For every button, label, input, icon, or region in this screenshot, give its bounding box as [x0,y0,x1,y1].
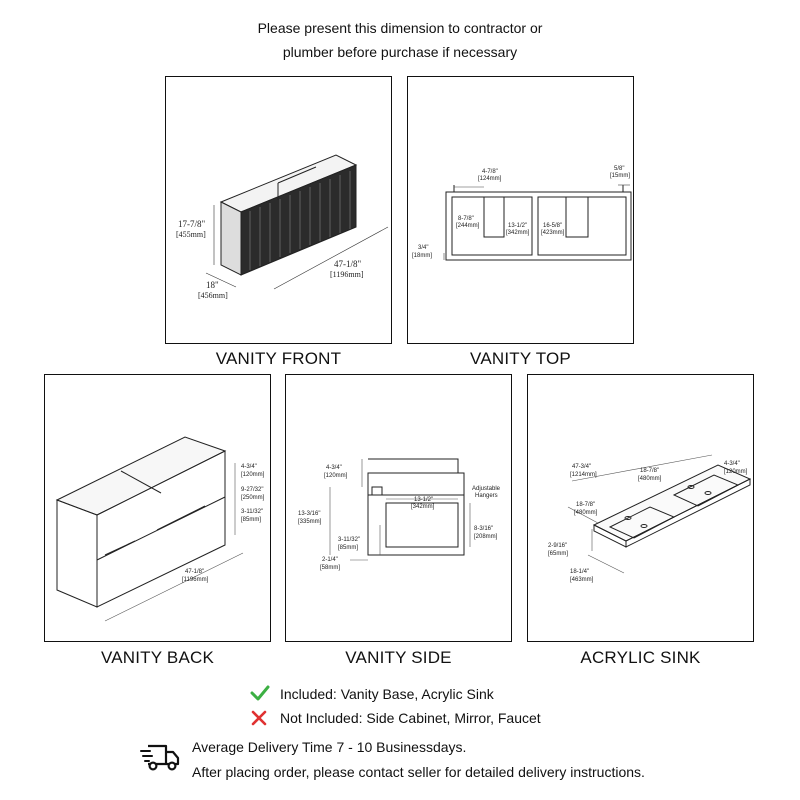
checkmark-icon [250,685,270,701]
side-dim-b-mm: [342mm] [411,504,435,510]
top-dim-f-mm: [18mm] [412,253,432,259]
side-hangers-label-2: Hangers [475,493,498,499]
vanity-side-drawing: 4-3/4" [120mm] Adjustable Hangers 13-1/2… [298,458,501,571]
vanity-top-caption: VANITY TOP [470,349,571,368]
sink-dim-e-mm: [65mm] [548,551,568,557]
delivery-truck-icon [140,744,180,771]
side-dim-a: 4-3/4" [326,465,342,471]
vanity-back-panel: 4-3/4" [120mm] 9-27/32" [250mm] 3-11/32"… [44,374,271,642]
front-height-label: 17-7/8" [178,219,205,229]
side-hangers-label-1: Adjustable [472,486,501,492]
included-text: Included: Vanity Base, Acrylic Sink [280,686,494,702]
vanity-top-panel: 4-7/8" [124mm] 5/8" [15mm] 8-7/8" [244mm… [407,76,634,344]
not-included-text: Not Included: Side Cabinet, Mirror, Fauc… [280,710,541,726]
notice-line-2: plumber before purchase if necessary [282,44,518,60]
notice-line-1: Please present this dimension to contrac… [257,20,543,36]
side-dim-d-mm: [208mm] [474,534,498,540]
side-dim-f: 2-1/4" [322,557,338,563]
side-dim-b: 13-1/2" [414,497,433,503]
side-dim-d: 8-3/16" [474,526,493,532]
back-dim-b-mm: [250mm] [241,495,265,501]
sink-dim-b: 4-3/4" [724,461,740,467]
top-dim-c: 8-7/8" [458,216,474,222]
front-width-mm-label: [1196mm] [330,270,364,279]
acrylic-sink-caption: ACRYLIC SINK [580,648,701,667]
top-dim-d: 13-1/2" [508,223,527,229]
acrylic-sink-panel: 47-3/4" [1214mm] 4-3/4" [120mm] 18-7/8" … [527,374,754,642]
sink-dim-b-mm: [120mm] [724,469,748,475]
side-dim-a-mm: [120mm] [324,473,348,479]
side-dim-f-mm: [58mm] [320,565,340,571]
side-dim-c-mm: [335mm] [298,519,322,525]
front-depth-label: 18" [206,280,219,290]
cross-icon [251,710,267,726]
front-height-mm-label: [455mm] [176,230,206,239]
front-depth-mm-label: [456mm] [198,291,228,300]
back-dim-c-mm: [85mm] [241,517,261,523]
top-dim-f: 3/4" [418,245,428,251]
sink-dim-f: 18-1/4" [570,569,589,575]
vanity-front-panel: 17-7/8" [455mm] 18" [456mm] 47-1/8" [119… [165,76,392,344]
top-dim-a: 4-7/8" [482,169,498,175]
front-width-label: 47-1/8" [334,259,361,269]
vanity-back-drawing: 4-3/4" [120mm] 9-27/32" [250mm] 3-11/32"… [55,436,265,622]
back-dim-w-mm: [1196mm] [182,577,209,583]
back-dim-a: 4-3/4" [241,464,257,470]
side-dim-e: 3-11/32" [338,537,360,543]
back-dim-a-mm: [120mm] [241,472,265,478]
top-dim-d-mm: [342mm] [506,230,530,236]
sink-dim-a: 47-3/4" [572,464,591,470]
top-dim-b-mm: [15mm] [610,173,630,179]
sink-dim-c-mm: [480mm] [638,476,662,482]
back-dim-c: 3-11/32" [241,509,263,515]
back-dim-b: 9-27/32" [241,487,263,493]
delivery-line-1: Average Delivery Time 7 - 10 Businessday… [192,739,467,755]
vanity-back-caption: VANITY BACK [100,648,215,667]
vanity-top-drawing: 4-7/8" [124mm] 5/8" [15mm] 8-7/8" [244mm… [412,166,632,261]
vanity-front-caption: VANITY FRONT [215,349,342,368]
top-dim-e-mm: [423mm] [541,230,565,236]
sink-dim-e: 2-9/16" [548,543,567,549]
sink-dim-d: 18-7/8" [576,502,595,508]
top-dim-a-mm: [124mm] [478,176,502,182]
delivery-line-2: After placing order, please contact sell… [192,764,645,780]
sink-dim-d-mm: [480mm] [574,510,598,516]
top-dim-b: 5/8" [614,166,624,172]
sink-dim-f-mm: [463mm] [570,577,594,583]
side-dim-c: 13-3/16" [298,511,320,517]
vanity-side-panel: 4-3/4" [120mm] Adjustable Hangers 13-1/2… [285,374,512,642]
side-dim-e-mm: [85mm] [338,545,358,551]
acrylic-sink-drawing: 47-3/4" [1214mm] 4-3/4" [120mm] 18-7/8" … [548,454,752,583]
top-dim-e: 16-5/8" [543,223,562,229]
top-dim-c-mm: [244mm] [456,223,480,229]
sink-dim-c: 18-7/8" [640,468,659,474]
back-dim-w: 47-1/8" [185,569,204,575]
vanity-side-caption: VANITY SIDE [345,648,452,667]
vanity-front-drawing: 17-7/8" [455mm] 18" [456mm] 47-1/8" [119… [176,154,389,300]
sink-dim-a-mm: [1214mm] [570,472,597,478]
